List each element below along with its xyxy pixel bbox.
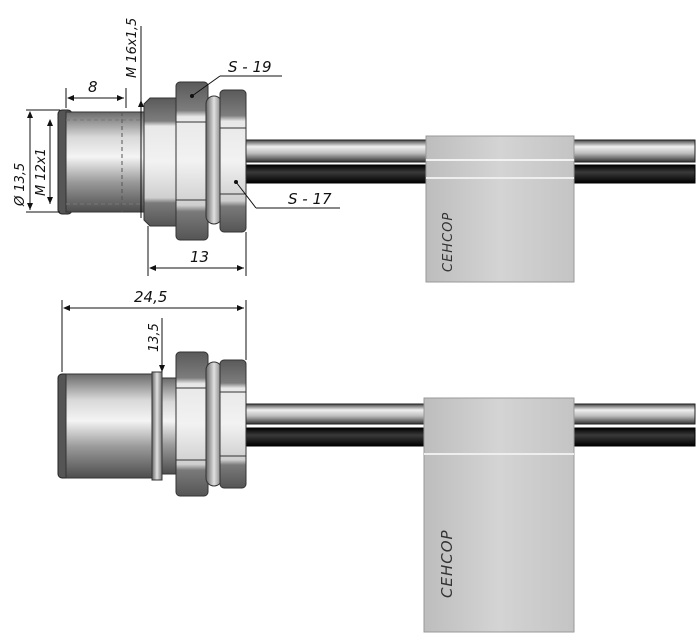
dim-length-13: 13 xyxy=(147,226,247,276)
leader-s17: S - 17 xyxy=(234,180,340,209)
top-sensor-head xyxy=(57,97,179,227)
dim-height-13-5: 13,5 xyxy=(147,318,165,372)
dim-diameter: Ø 13,5 M 12x1 xyxy=(13,109,60,213)
dim-length-24-5-text: 24,5 xyxy=(134,288,167,306)
dim-width-8-text: 8 xyxy=(88,78,98,96)
dim-length-13-text: 13 xyxy=(190,248,209,266)
top-label-tag: СЕНСОР xyxy=(425,135,575,283)
dim-height-13-5-text: 13,5 xyxy=(147,323,162,352)
bottom-view: СЕНСОР 24,5 13,5 xyxy=(57,288,696,633)
leader-s19-text: S - 19 xyxy=(228,58,272,76)
dim-width-8: 8 xyxy=(65,78,127,108)
bottom-nut-s19 xyxy=(175,351,209,497)
leader-s19: S - 19 xyxy=(190,58,282,98)
bottom-label-tag: СЕНСОР xyxy=(423,397,575,633)
dim-thread-m12-text: M 12x1 xyxy=(34,148,49,196)
top-nut-s17 xyxy=(219,89,247,233)
dim-thread-m16-text: M 16x1,5 xyxy=(125,18,140,78)
bottom-nut-s17 xyxy=(219,359,247,489)
leader-s17-text: S - 17 xyxy=(288,190,332,208)
top-nut-s19 xyxy=(175,81,209,241)
dim-length-24-5: 24,5 xyxy=(61,288,247,372)
bottom-sensor-head xyxy=(57,371,177,481)
top-view: СЕНСОР 8 M 16x1,5 S - 19 Ø 13,5 xyxy=(13,18,696,283)
top-brand-label: СЕНСОР xyxy=(441,212,456,272)
bottom-brand-label: СЕНСОР xyxy=(438,529,456,598)
dim-diameter-text: Ø 13,5 xyxy=(13,163,28,207)
dim-thread-m16: M 16x1,5 xyxy=(125,18,144,218)
